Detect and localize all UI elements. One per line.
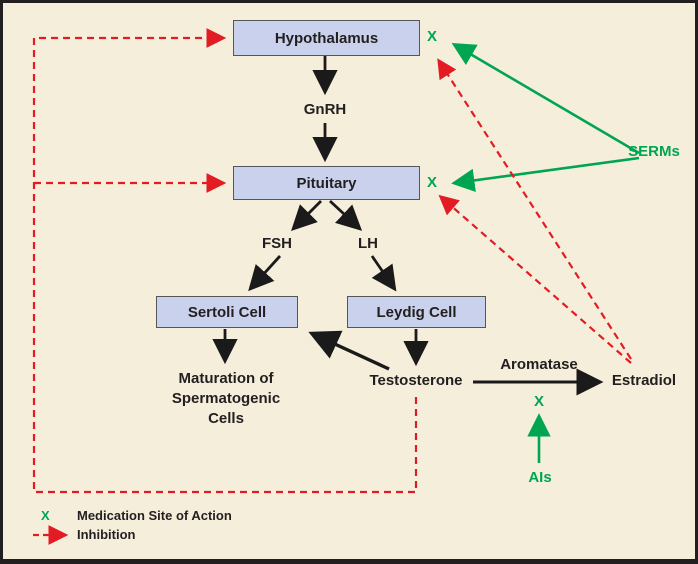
label-estradiol: Estradiol [611,372,677,389]
node-sertoli-cell-label: Sertoli Cell [187,303,267,321]
arrow-fsh-to-sertoli [248,255,282,292]
label-fsh: FSH [262,235,292,252]
node-pituitary: Pituitary [233,166,420,200]
legend-x-symbol: X [41,508,50,523]
arrow-pituitary-to-lh [329,199,363,231]
label-testosterone: Testosterone [369,372,463,389]
arrows-layer [32,28,640,545]
node-sertoli-cell: Sertoli Cell [156,296,298,328]
legend-x-label: Medication Site of Action [77,508,232,523]
arrow-serms-to-pituitary-x [451,156,640,192]
arrow-estradiol-inhibits-pituitary [438,194,632,364]
label-gnrh: GnRH [303,101,347,118]
medication-x-hypothalamus: X [426,28,437,45]
arrow-testosterone-inhibits-hypothalamus [32,28,418,494]
arrow-pituitary-to-fsh [291,200,322,231]
legend-inhibition-label: Inhibition [77,527,136,542]
label-maturation: Maturation of Spermatogenic Cells [171,370,281,427]
node-leydig-cell-label: Leydig Cell [376,303,457,321]
arrow-serms-to-hypothalamus-x [451,43,640,155]
arrow-lh-to-leydig [370,255,397,292]
label-serms: SERMs [628,143,680,160]
arrow-testosterone-to-sertoli [308,330,390,371]
label-aromatase: Aromatase [500,356,578,373]
node-hypothalamus-label: Hypothalamus [274,29,379,47]
medication-x-pituitary: X [426,174,437,191]
label-ais: AIs [528,469,552,486]
node-pituitary-label: Pituitary [296,174,357,192]
medication-x-aromatase: X [533,393,544,410]
node-leydig-cell: Leydig Cell [347,296,486,328]
label-lh: LH [358,235,378,252]
node-hypothalamus: Hypothalamus [233,20,420,56]
